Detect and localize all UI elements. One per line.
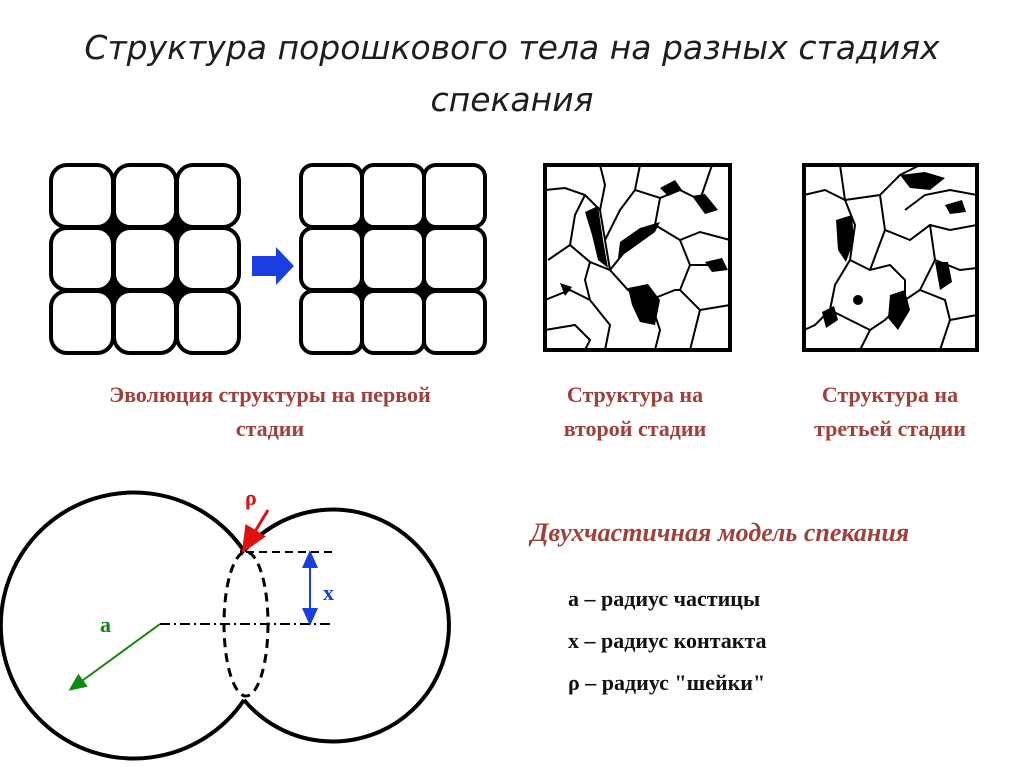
label-x: x — [323, 580, 334, 605]
stage-arrow-icon — [252, 247, 294, 285]
page-title: Структура порошкового тела на разных ста… — [0, 22, 1024, 126]
label-a: a — [100, 612, 111, 637]
legend-item-rho: ρ – радиус "шейки" — [568, 670, 766, 695]
stage2-structure — [543, 163, 732, 352]
title-line-1: Структура порошкового тела на разных ста… — [84, 28, 940, 67]
caption-stage1-line1: Эволюция структуры на первой — [109, 382, 431, 407]
stage3-structure — [802, 163, 979, 352]
caption-stage2: Структура на второй стадии — [520, 378, 750, 446]
legend-item-x: x – радиус контакта — [568, 628, 767, 653]
caption-stage3: Структура на третьей стадии — [780, 378, 1000, 446]
title-line-2: спекания — [430, 80, 594, 119]
caption-stage1-line2: стадии — [235, 416, 305, 441]
label-rho: ρ — [245, 485, 257, 510]
model-title: Двухчастичная модель спекания — [530, 518, 910, 547]
two-particle-model: a x ρ — [0, 485, 451, 761]
stage1-evolved-grid — [299, 163, 487, 355]
caption-stage2-line2: второй стадии — [563, 416, 707, 441]
caption-stage2-line1: Структура на — [566, 382, 704, 407]
caption-stage3-line1: Структура на — [821, 382, 959, 407]
legend-item-a: a – радиус частицы — [568, 586, 761, 611]
caption-stage3-line2: третьей стадии — [814, 416, 966, 441]
stage1-initial-grid — [49, 163, 241, 355]
caption-stage1: Эволюция структуры на первой стадии — [40, 378, 500, 446]
